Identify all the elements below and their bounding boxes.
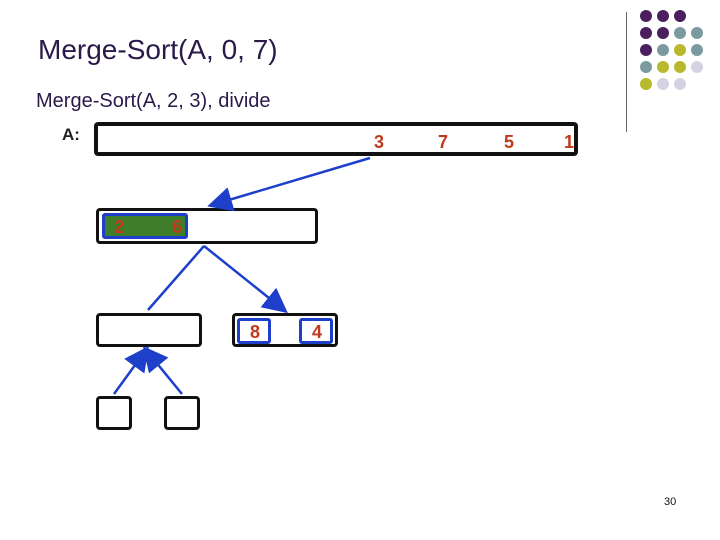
tree-edge bbox=[147, 245, 205, 311]
decorative-dot bbox=[674, 27, 686, 39]
slide-subtitle: Merge-Sort(A, 2, 3), divide bbox=[36, 90, 271, 112]
array-A-box: 3 7 5 1 bbox=[94, 122, 578, 156]
decorative-dot bbox=[657, 10, 669, 22]
decorative-dot bbox=[657, 27, 669, 39]
decorative-dot bbox=[640, 27, 652, 39]
decorative-dot bbox=[674, 78, 686, 90]
decorative-dot bbox=[640, 44, 652, 56]
element-box: 4 bbox=[299, 318, 333, 344]
subarray-node: 2 6 bbox=[96, 208, 318, 244]
element-value: 8 bbox=[250, 322, 261, 342]
element-box: 8 bbox=[237, 318, 271, 344]
tree-edge bbox=[142, 346, 183, 395]
leaf-node bbox=[96, 396, 132, 430]
array-cell: 3 bbox=[374, 132, 385, 152]
decorative-dot bbox=[640, 61, 652, 73]
subarray-cell: 6 bbox=[172, 217, 183, 237]
highlighted-subarray: 2 6 bbox=[102, 213, 188, 239]
subarray-cell: 2 bbox=[114, 217, 125, 237]
page-number: 30 bbox=[664, 496, 677, 508]
tree-edge bbox=[112, 345, 149, 395]
slide-title: Merge-Sort(A, 0, 7) bbox=[38, 34, 278, 65]
empty-child-node bbox=[96, 313, 202, 347]
decorative-dot bbox=[674, 44, 686, 56]
decorative-dot bbox=[691, 61, 703, 73]
decorative-dot bbox=[657, 61, 669, 73]
array-cell: 1 bbox=[564, 132, 575, 152]
decorative-dot bbox=[640, 78, 652, 90]
decorative-dot bbox=[691, 27, 703, 39]
divider-line bbox=[626, 12, 627, 132]
decorative-dot bbox=[674, 10, 686, 22]
array-cell: 7 bbox=[438, 132, 449, 152]
array-cell: 5 bbox=[504, 132, 515, 152]
divide-arrow bbox=[207, 156, 371, 212]
decorative-dot bbox=[657, 44, 669, 56]
decorative-dot bbox=[657, 78, 669, 90]
leaf-node bbox=[164, 396, 200, 430]
decorative-dot bbox=[640, 10, 652, 22]
decorative-dot bbox=[691, 44, 703, 56]
child-node-8-4: 8 4 bbox=[232, 313, 338, 347]
element-value: 4 bbox=[312, 322, 323, 342]
decorative-dot bbox=[674, 61, 686, 73]
array-label: A: bbox=[62, 125, 80, 144]
tree-edge bbox=[203, 245, 288, 314]
